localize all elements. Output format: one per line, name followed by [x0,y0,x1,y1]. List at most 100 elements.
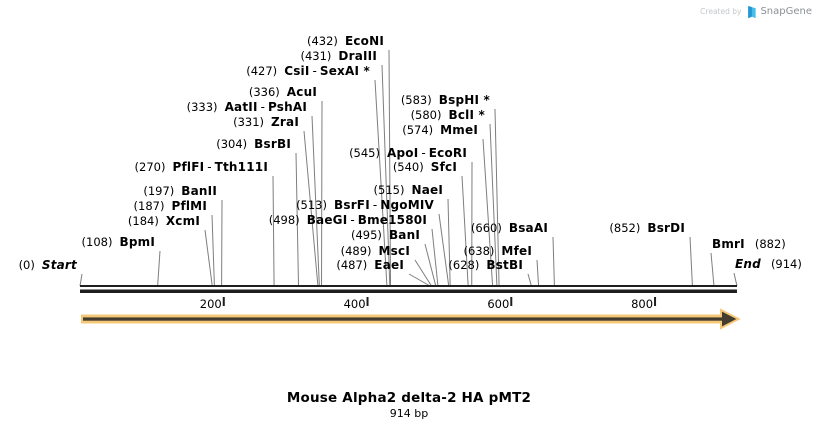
site-enzyme-names: BspHI * [439,93,490,107]
site-connector-line [381,64,391,287]
site-name-separator: - [421,146,426,160]
site-enzyme-name: BanII [181,184,217,198]
site-enzyme-names: MmeI [440,123,478,137]
site-enzyme-name: BmrI [712,237,745,251]
site-enzyme-name: PshAI [267,100,307,114]
site-position: (660) [470,221,502,235]
site-label-bpmi: (108)BpmI [82,235,155,250]
site-connector-line [461,175,469,287]
site-connector-line [79,273,83,287]
site-enzyme-name: SfcI [430,160,457,174]
site-enzyme-names: ApoI-EcoRI [387,146,467,160]
site-label-xcmi: (184) XcmI [128,214,200,229]
site-connector-line [482,138,494,287]
axis-tick-label-200: 200 [199,297,222,311]
site-enzyme-names: BstBI [486,258,523,272]
sequence-title: Mouse Alpha2 delta-2 HA pMT2 [286,390,532,406]
site-label-bmri: BmrI(882) [712,237,786,252]
branding: Created by SnapGene [700,4,812,19]
site-enzyme-name: BanI [388,228,420,242]
site-enzyme-names: BsrDI [647,221,685,235]
site-enzyme-name: SexAI * [319,64,370,78]
site-label-bstbi: (628) BstBI [448,258,523,273]
site-enzyme-name: AatII [224,100,258,114]
site-position: (304) [216,137,248,151]
site-enzyme-name: EcoRI [428,146,467,160]
site-position: (487) [336,258,368,272]
site-enzyme-names: MfeI [501,244,532,258]
site-label-banii: (197)BanII [143,184,217,199]
site-connector-line [710,252,715,287]
site-position: (270) [134,160,166,174]
site-position: (515) [373,183,405,197]
site-connector-line [438,213,450,287]
site-label-end: End (914) [735,257,802,272]
site-enzyme-names: Start [42,258,77,272]
site-label-bsaai: (660) BsaAI [471,221,548,236]
feature-arrow-core [83,317,723,321]
site-name-separator: - [260,100,265,114]
site-connector-line [552,236,555,287]
site-connector-line [489,123,498,287]
site-enzyme-names: DraIII [338,49,377,63]
site-enzyme-names: PflMI [171,199,207,213]
site-label-start: (0)Start [19,258,77,273]
site-position: (914) [770,257,802,271]
site-position: (184) [127,214,159,228]
site-label-bsrbi: (304) BsrBI [216,137,291,152]
site-position: (628) [448,258,480,272]
site-enzyme-names: SfcI [431,160,457,174]
site-label-bsphi: (583) BspHI * [401,93,490,108]
site-enzyme-name: AcuI [286,85,317,99]
site-enzyme-name: BsrBI [254,137,291,151]
site-enzyme-names: BsaAI [509,221,548,235]
site-position: (580) [410,108,442,122]
site-label-econi: (432)EcoNI [307,34,384,49]
site-enzyme-name: NaeI [411,183,443,197]
site-enzyme-name: MscI [378,244,410,258]
site-enzyme-names: XcmI [166,214,200,228]
site-enzyme-name: BspHI * [438,93,490,107]
site-position: (638) [463,244,495,258]
site-enzyme-name: BaeGI [306,213,348,227]
site-enzyme-name: End [735,257,761,271]
site-connector-line [536,259,540,287]
site-enzyme-names: BmrI [712,237,745,251]
site-enzyme-name: Bme1580I [357,213,427,227]
created-by-text: Created by [700,6,742,16]
site-enzyme-names: MscI [379,244,410,258]
site-position: (498) [268,213,300,227]
site-position: (583) [400,93,432,107]
site-label-bsrfi: (513)BsrFI-NgoMIV [296,198,434,213]
axis-tick-label-400: 400 [343,297,366,311]
site-connector-line [303,130,319,287]
site-connector-line [408,273,431,287]
site-enzyme-name: ZraI [271,115,299,129]
site-enzyme-name: Tth111I [214,160,268,174]
site-enzyme-name: DraIII [338,49,377,63]
site-enzyme-name: BsaAI [508,221,548,235]
site-position: (540) [392,160,424,174]
site-label-msci: (489)MscI [341,244,410,259]
brand-name: SnapGene [760,5,812,17]
site-enzyme-name: EaeI [374,258,404,272]
site-position: (427) [246,64,278,78]
site-position: (574) [402,123,434,137]
site-connector-line [431,228,439,287]
site-enzyme-name: BclI * [448,108,485,122]
site-position: (333) [186,100,218,114]
site-enzyme-name: BpmI [119,235,155,249]
site-label-sfci: (540) SfcI [393,160,457,175]
site-enzyme-names: AcuI [287,85,317,99]
site-enzyme-names: EcoNI [345,34,384,48]
site-enzyme-name: BsrFI [334,198,370,212]
site-position: (331) [233,115,265,129]
site-label-apoi: (545)ApoI-EcoRI [349,146,467,161]
sequence-line-top [80,285,737,287]
site-connector-line [157,250,161,287]
site-enzyme-name: MmeI [440,123,478,137]
site-enzyme-name: BstBI [486,258,523,272]
axis-tick-label-600: 600 [487,297,510,311]
